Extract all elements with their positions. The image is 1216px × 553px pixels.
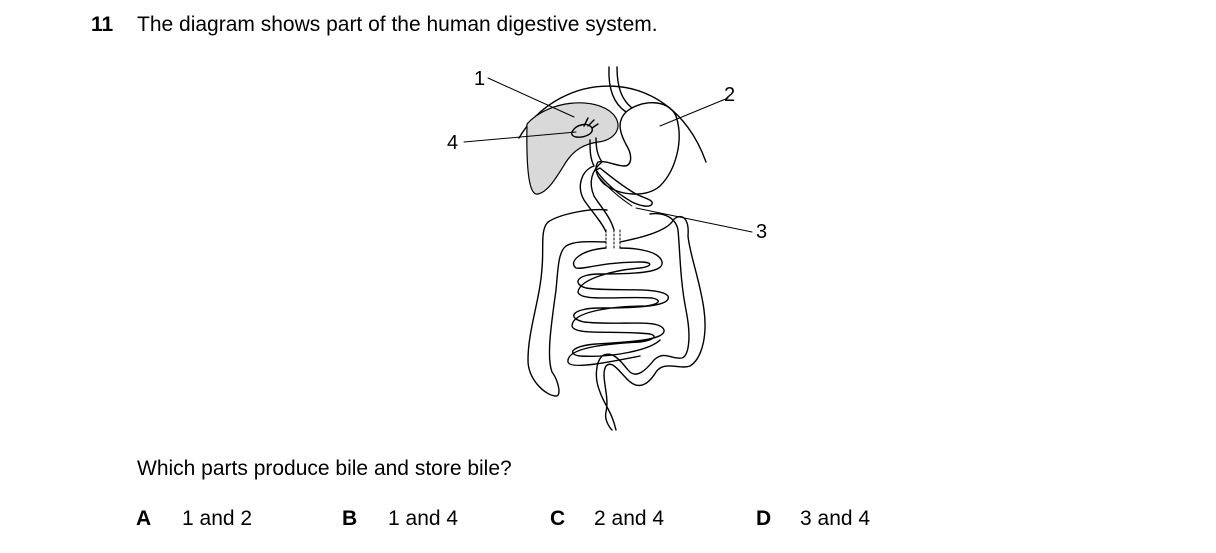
label-3: 3 (756, 221, 767, 243)
option-a[interactable]: A 1 and 2 (136, 507, 252, 531)
oesophagus (608, 66, 633, 113)
option-text: 3 and 4 (800, 507, 871, 530)
label-4-leader (463, 131, 577, 143)
gall-bladder (570, 123, 593, 138)
question-text: The diagram shows part of the human dige… (137, 13, 658, 36)
option-letter: C (550, 507, 566, 530)
option-letter: B (342, 507, 358, 530)
small-intestine (567, 247, 669, 367)
label-3-leader (635, 207, 753, 233)
intestine-junction (605, 229, 621, 249)
option-d[interactable]: D 3 and 4 (756, 507, 870, 531)
label-2: 2 (724, 84, 735, 106)
option-letter: A (136, 507, 152, 530)
option-text: 1 and 4 (388, 507, 459, 530)
label-1: 1 (474, 68, 485, 90)
bile-duct-branches (583, 117, 599, 129)
option-b[interactable]: B 1 and 4 (342, 507, 458, 531)
option-letter: D (756, 507, 772, 530)
question-number: 11 (91, 13, 114, 36)
duodenum (579, 137, 615, 233)
option-c[interactable]: C 2 and 4 (550, 507, 664, 531)
label-2-leader (659, 97, 729, 127)
question-prompt: Which parts produce bile and store bile? (137, 457, 512, 480)
label-1-leader (487, 77, 575, 118)
option-text: 1 and 2 (182, 507, 253, 530)
large-intestine (527, 208, 706, 431)
digestive-system-diagram: 1 2 3 4 (447, 66, 767, 431)
option-text: 2 and 4 (594, 507, 665, 530)
label-4: 4 (447, 132, 458, 154)
pancreas (595, 167, 653, 207)
